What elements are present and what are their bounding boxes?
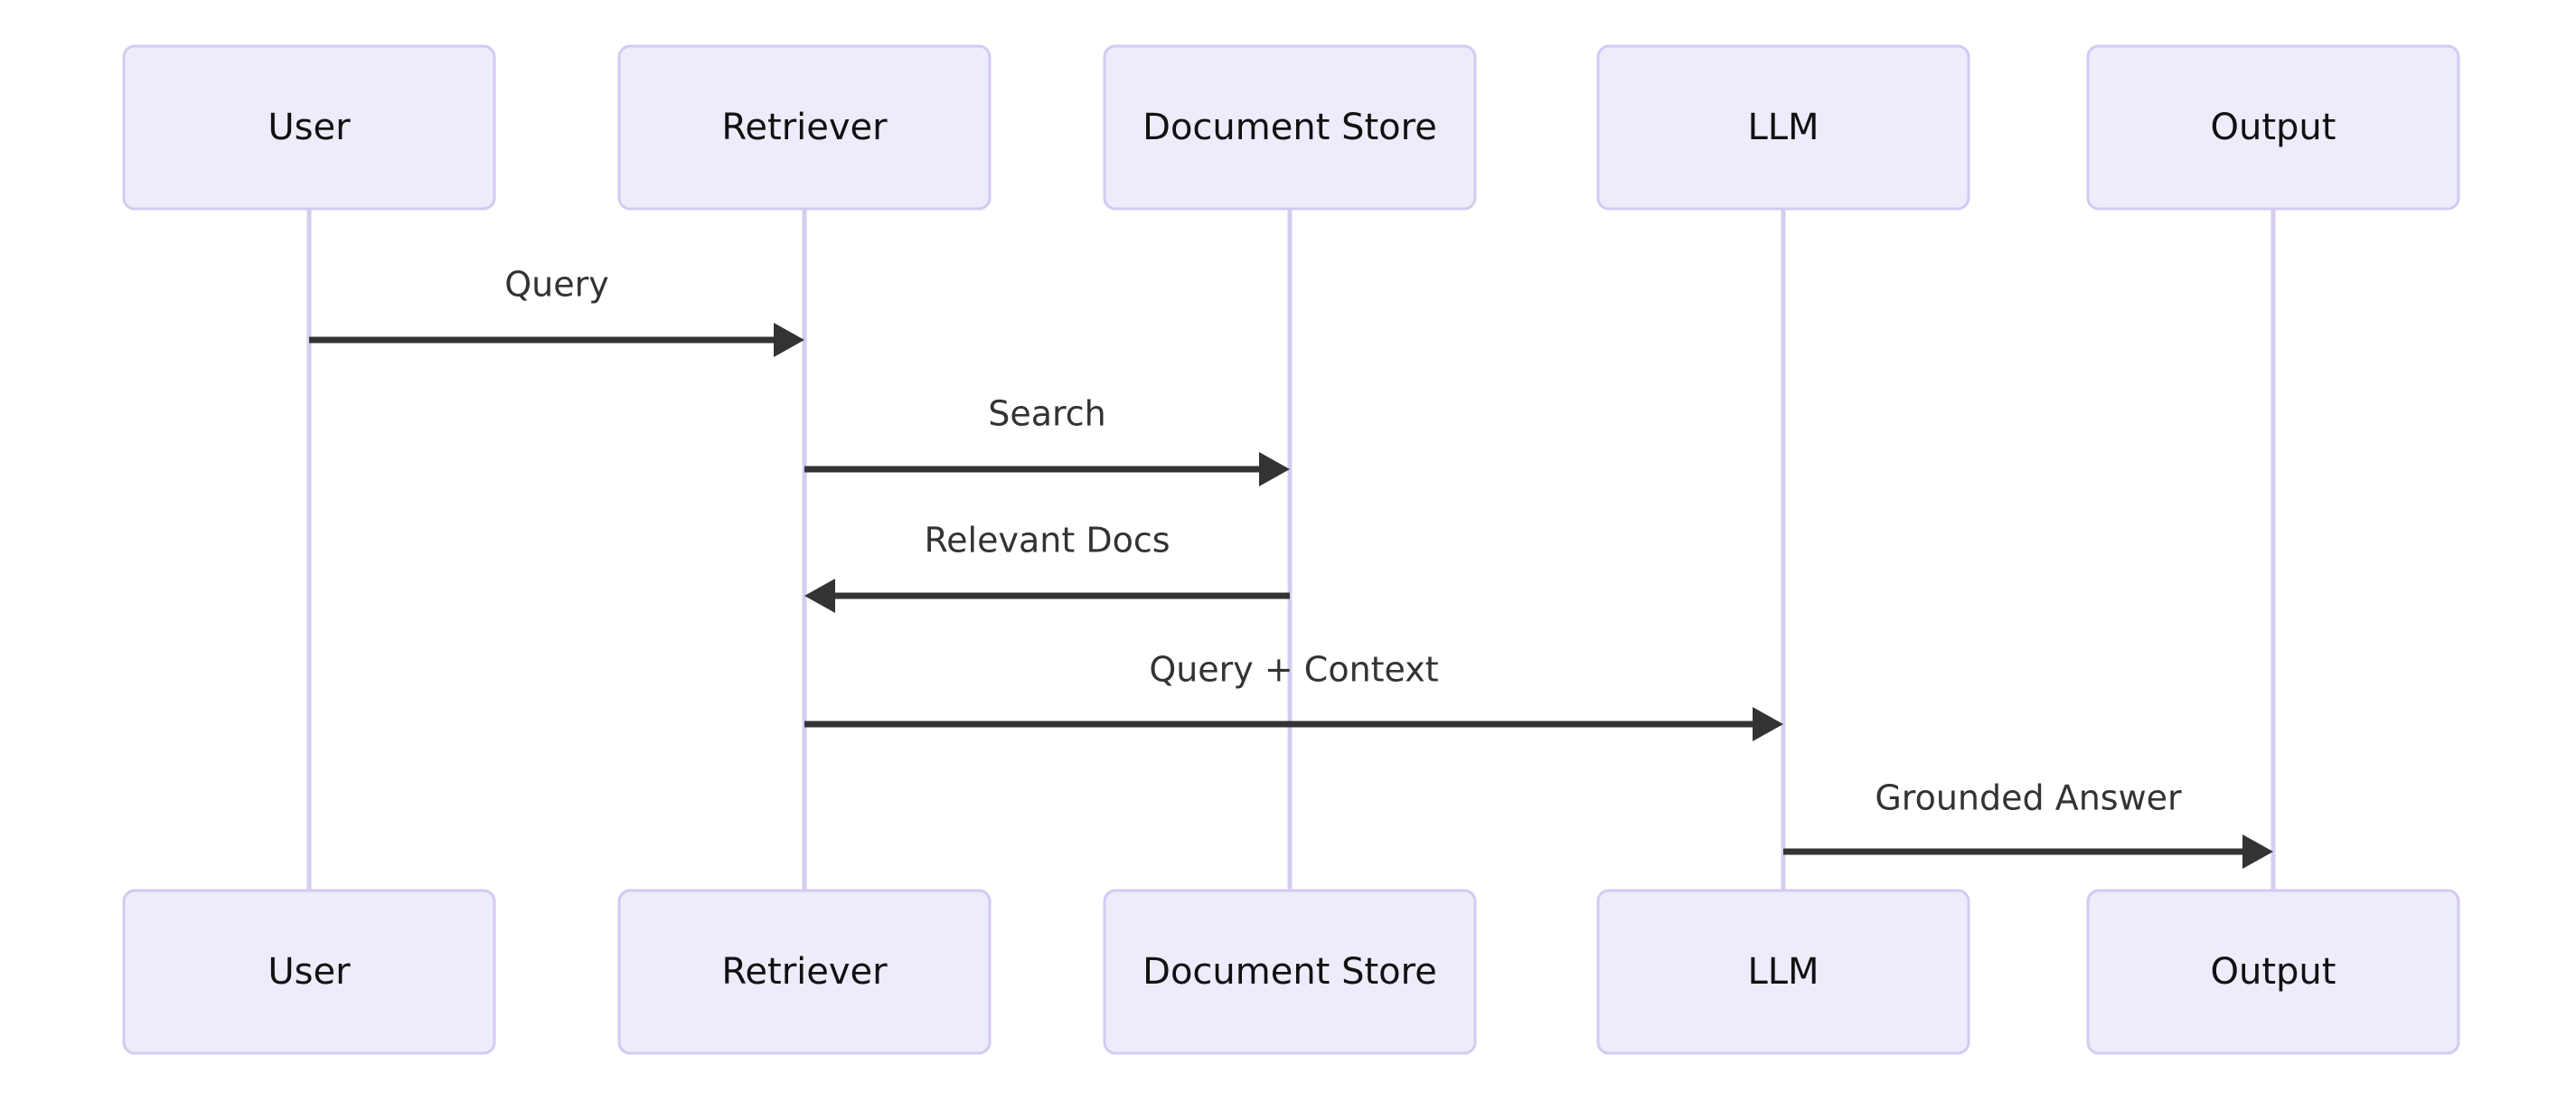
- participant-label-output: Output: [2211, 107, 2336, 148]
- participant-user-bottom[interactable]: User: [122, 889, 496, 1055]
- participant-label-user: User: [268, 951, 351, 993]
- participant-user-top[interactable]: User: [122, 44, 496, 211]
- participant-box-user[interactable]: [122, 889, 496, 1055]
- message-m4[interactable]: Query + Context: [804, 650, 1783, 742]
- participant-box-retriever[interactable]: [617, 44, 992, 211]
- message-m1[interactable]: Query: [309, 265, 804, 358]
- participant-boxes-top: User Retriever Document Store LLM Output: [122, 44, 2460, 211]
- participant-box-llm[interactable]: [1596, 889, 1970, 1055]
- message-arrowhead-m3: [804, 579, 835, 613]
- participant-llm-bottom[interactable]: LLM: [1596, 889, 1970, 1055]
- participant-box-user[interactable]: [122, 44, 496, 211]
- participant-llm-top[interactable]: LLM: [1596, 44, 1970, 211]
- participant-box-output[interactable]: [2086, 889, 2460, 1055]
- participant-label-user: User: [268, 107, 351, 148]
- participant-box-docstore[interactable]: [1103, 889, 1477, 1055]
- message-arrowhead-m4: [1753, 707, 1783, 741]
- participant-box-llm[interactable]: [1596, 44, 1970, 211]
- participant-label-llm: LLM: [1747, 951, 1819, 993]
- participant-retriever-top[interactable]: Retriever: [617, 44, 992, 211]
- message-label-m1: Query: [504, 265, 608, 305]
- participant-box-output[interactable]: [2086, 44, 2460, 211]
- message-m5[interactable]: Grounded Answer: [1783, 778, 2273, 870]
- participant-label-retriever: Retriever: [721, 107, 888, 148]
- message-arrowhead-m5: [2242, 834, 2273, 869]
- participant-boxes-bottom: User Retriever Document Store LLM Output: [122, 889, 2460, 1055]
- message-label-m3: Relevant Docs: [924, 521, 1170, 561]
- participant-output-top[interactable]: Output: [2086, 44, 2460, 211]
- lifelines-layer: [306, 209, 2276, 891]
- participant-retriever-bottom[interactable]: Retriever: [617, 889, 992, 1055]
- participant-label-docstore: Document Store: [1142, 951, 1437, 993]
- participant-box-docstore[interactable]: [1103, 44, 1477, 211]
- participant-docstore-bottom[interactable]: Document Store: [1103, 889, 1477, 1055]
- participant-output-bottom[interactable]: Output: [2086, 889, 2460, 1055]
- participant-docstore-top[interactable]: Document Store: [1103, 44, 1477, 211]
- message-label-m2: Search: [988, 394, 1106, 434]
- participant-label-llm: LLM: [1747, 107, 1819, 148]
- message-m2[interactable]: Search: [804, 394, 1290, 487]
- participant-label-docstore: Document Store: [1142, 107, 1437, 148]
- message-label-m4: Query + Context: [1149, 650, 1438, 690]
- message-arrowhead-m2: [1259, 452, 1290, 486]
- message-m3[interactable]: Relevant Docs: [804, 521, 1290, 614]
- participant-label-output: Output: [2211, 951, 2336, 993]
- message-label-m5: Grounded Answer: [1875, 778, 2182, 818]
- message-arrowhead-m1: [774, 323, 804, 357]
- participant-box-retriever[interactable]: [617, 889, 992, 1055]
- participant-label-retriever: Retriever: [721, 951, 888, 993]
